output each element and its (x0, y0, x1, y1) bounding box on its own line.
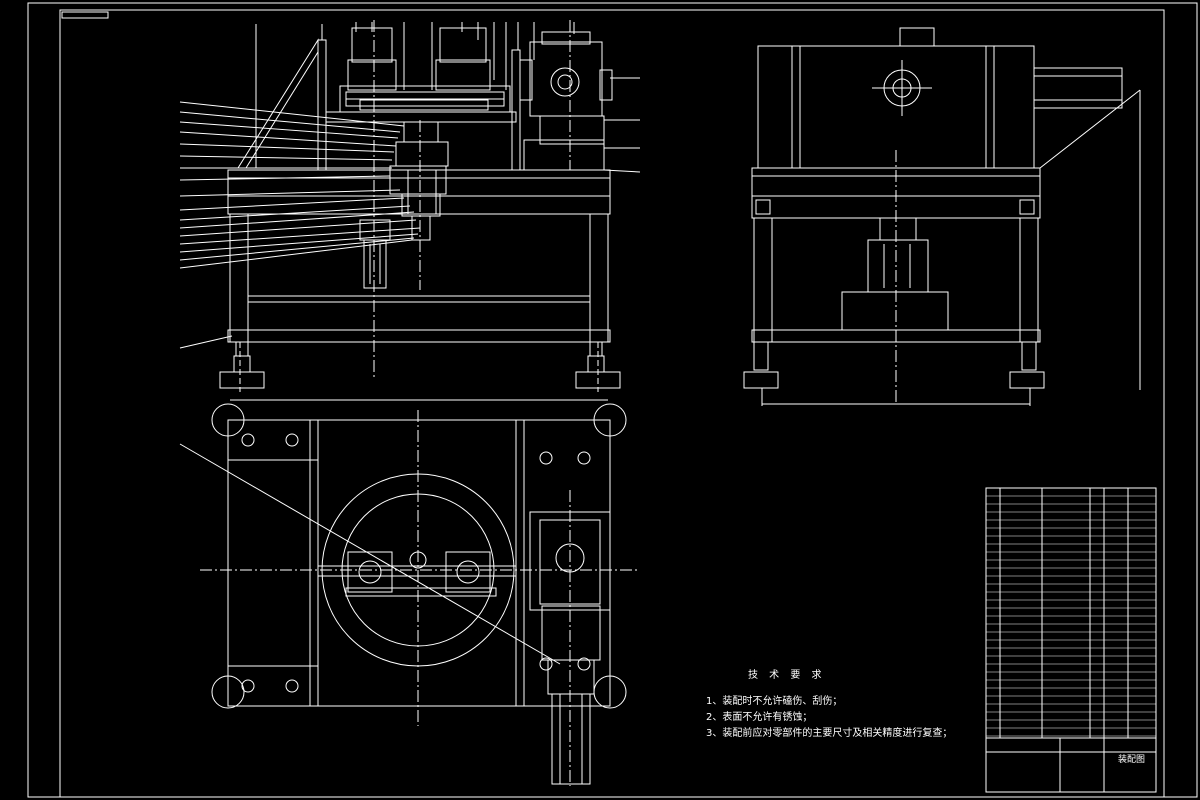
front-view (179, 20, 641, 401)
parts-list (985, 487, 1157, 793)
outer-frame (27, 2, 1198, 798)
drawing-title: 装配图 (1118, 755, 1146, 765)
top-view (179, 403, 640, 786)
inner-frame (59, 9, 1165, 798)
corner-stamp (61, 11, 109, 19)
title-block (985, 737, 1157, 793)
tech-requirement-1: 1、装配时不允许磕伤、刮伤； (706, 696, 843, 707)
tech-requirement-3: 3、装配前应对零部件的主要尺寸及相关精度进行复查； (706, 728, 953, 739)
side-view (743, 27, 1141, 406)
tech-requirement-2: 2、表面不允许有锈蚀； (706, 712, 813, 723)
tech-requirements-heading: 技 术 要 求 (748, 670, 826, 681)
